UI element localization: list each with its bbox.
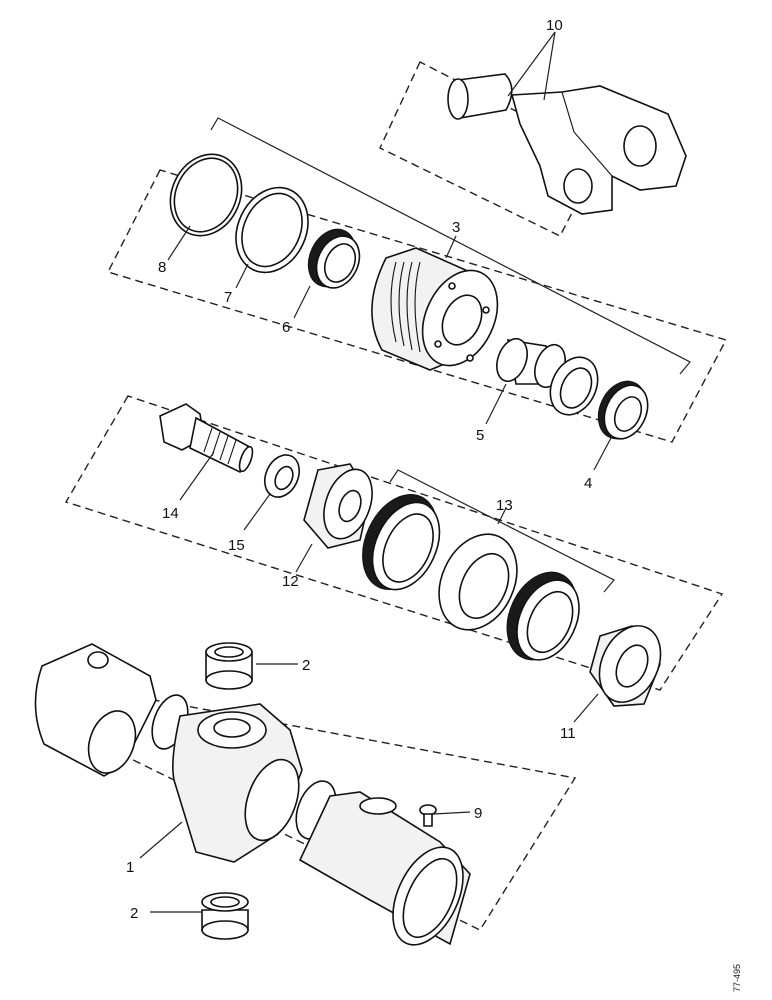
callout-12: 12	[282, 573, 299, 590]
part-13-seal-b	[506, 571, 580, 661]
part-13-piston-ring	[438, 533, 518, 631]
part-8-o-ring	[169, 153, 243, 237]
part-4-wiper	[597, 380, 649, 440]
bracket-piston-assembly	[389, 469, 615, 593]
part-11-end-fitting	[589, 625, 662, 707]
callout-14: 14	[162, 505, 179, 522]
callout-13: 13	[496, 497, 513, 514]
drawing-code: 77-495	[732, 964, 742, 992]
part-9-grease-nipple	[419, 804, 437, 827]
callout-5: 5	[476, 427, 484, 444]
leader-lines	[139, 225, 613, 913]
callout-7: 7	[224, 289, 232, 306]
part-7-backup-ring	[235, 186, 309, 274]
part-6-wiper-seal	[307, 228, 361, 289]
callout-2-lower: 2	[130, 905, 138, 922]
callout-11: 11	[560, 725, 576, 742]
part-3-gland	[371, 247, 499, 371]
callout-6: 6	[282, 319, 290, 336]
part-1-barrel	[34, 643, 471, 946]
callout-2-upper: 2	[302, 657, 310, 674]
part-2-bushing-lower	[201, 892, 249, 940]
callout-1: 1	[126, 859, 134, 876]
part-13-seal-a	[362, 493, 441, 591]
leader-10a	[507, 31, 556, 97]
leader-10b	[543, 31, 556, 101]
callout-9: 9	[474, 805, 482, 822]
callout-10: 10	[546, 17, 563, 34]
part-15-washer	[263, 454, 301, 498]
part-rod-seal	[549, 356, 599, 416]
part-14-bolt	[159, 403, 254, 474]
part-2-bushing-upper	[205, 642, 253, 690]
callout-4: 4	[584, 475, 592, 492]
callout-3: 3	[452, 219, 460, 236]
group-outline-piston	[64, 395, 724, 691]
part-10-clevis	[447, 73, 687, 215]
callout-15: 15	[228, 537, 245, 554]
part-12-piston	[303, 463, 373, 549]
callout-8: 8	[158, 259, 166, 276]
